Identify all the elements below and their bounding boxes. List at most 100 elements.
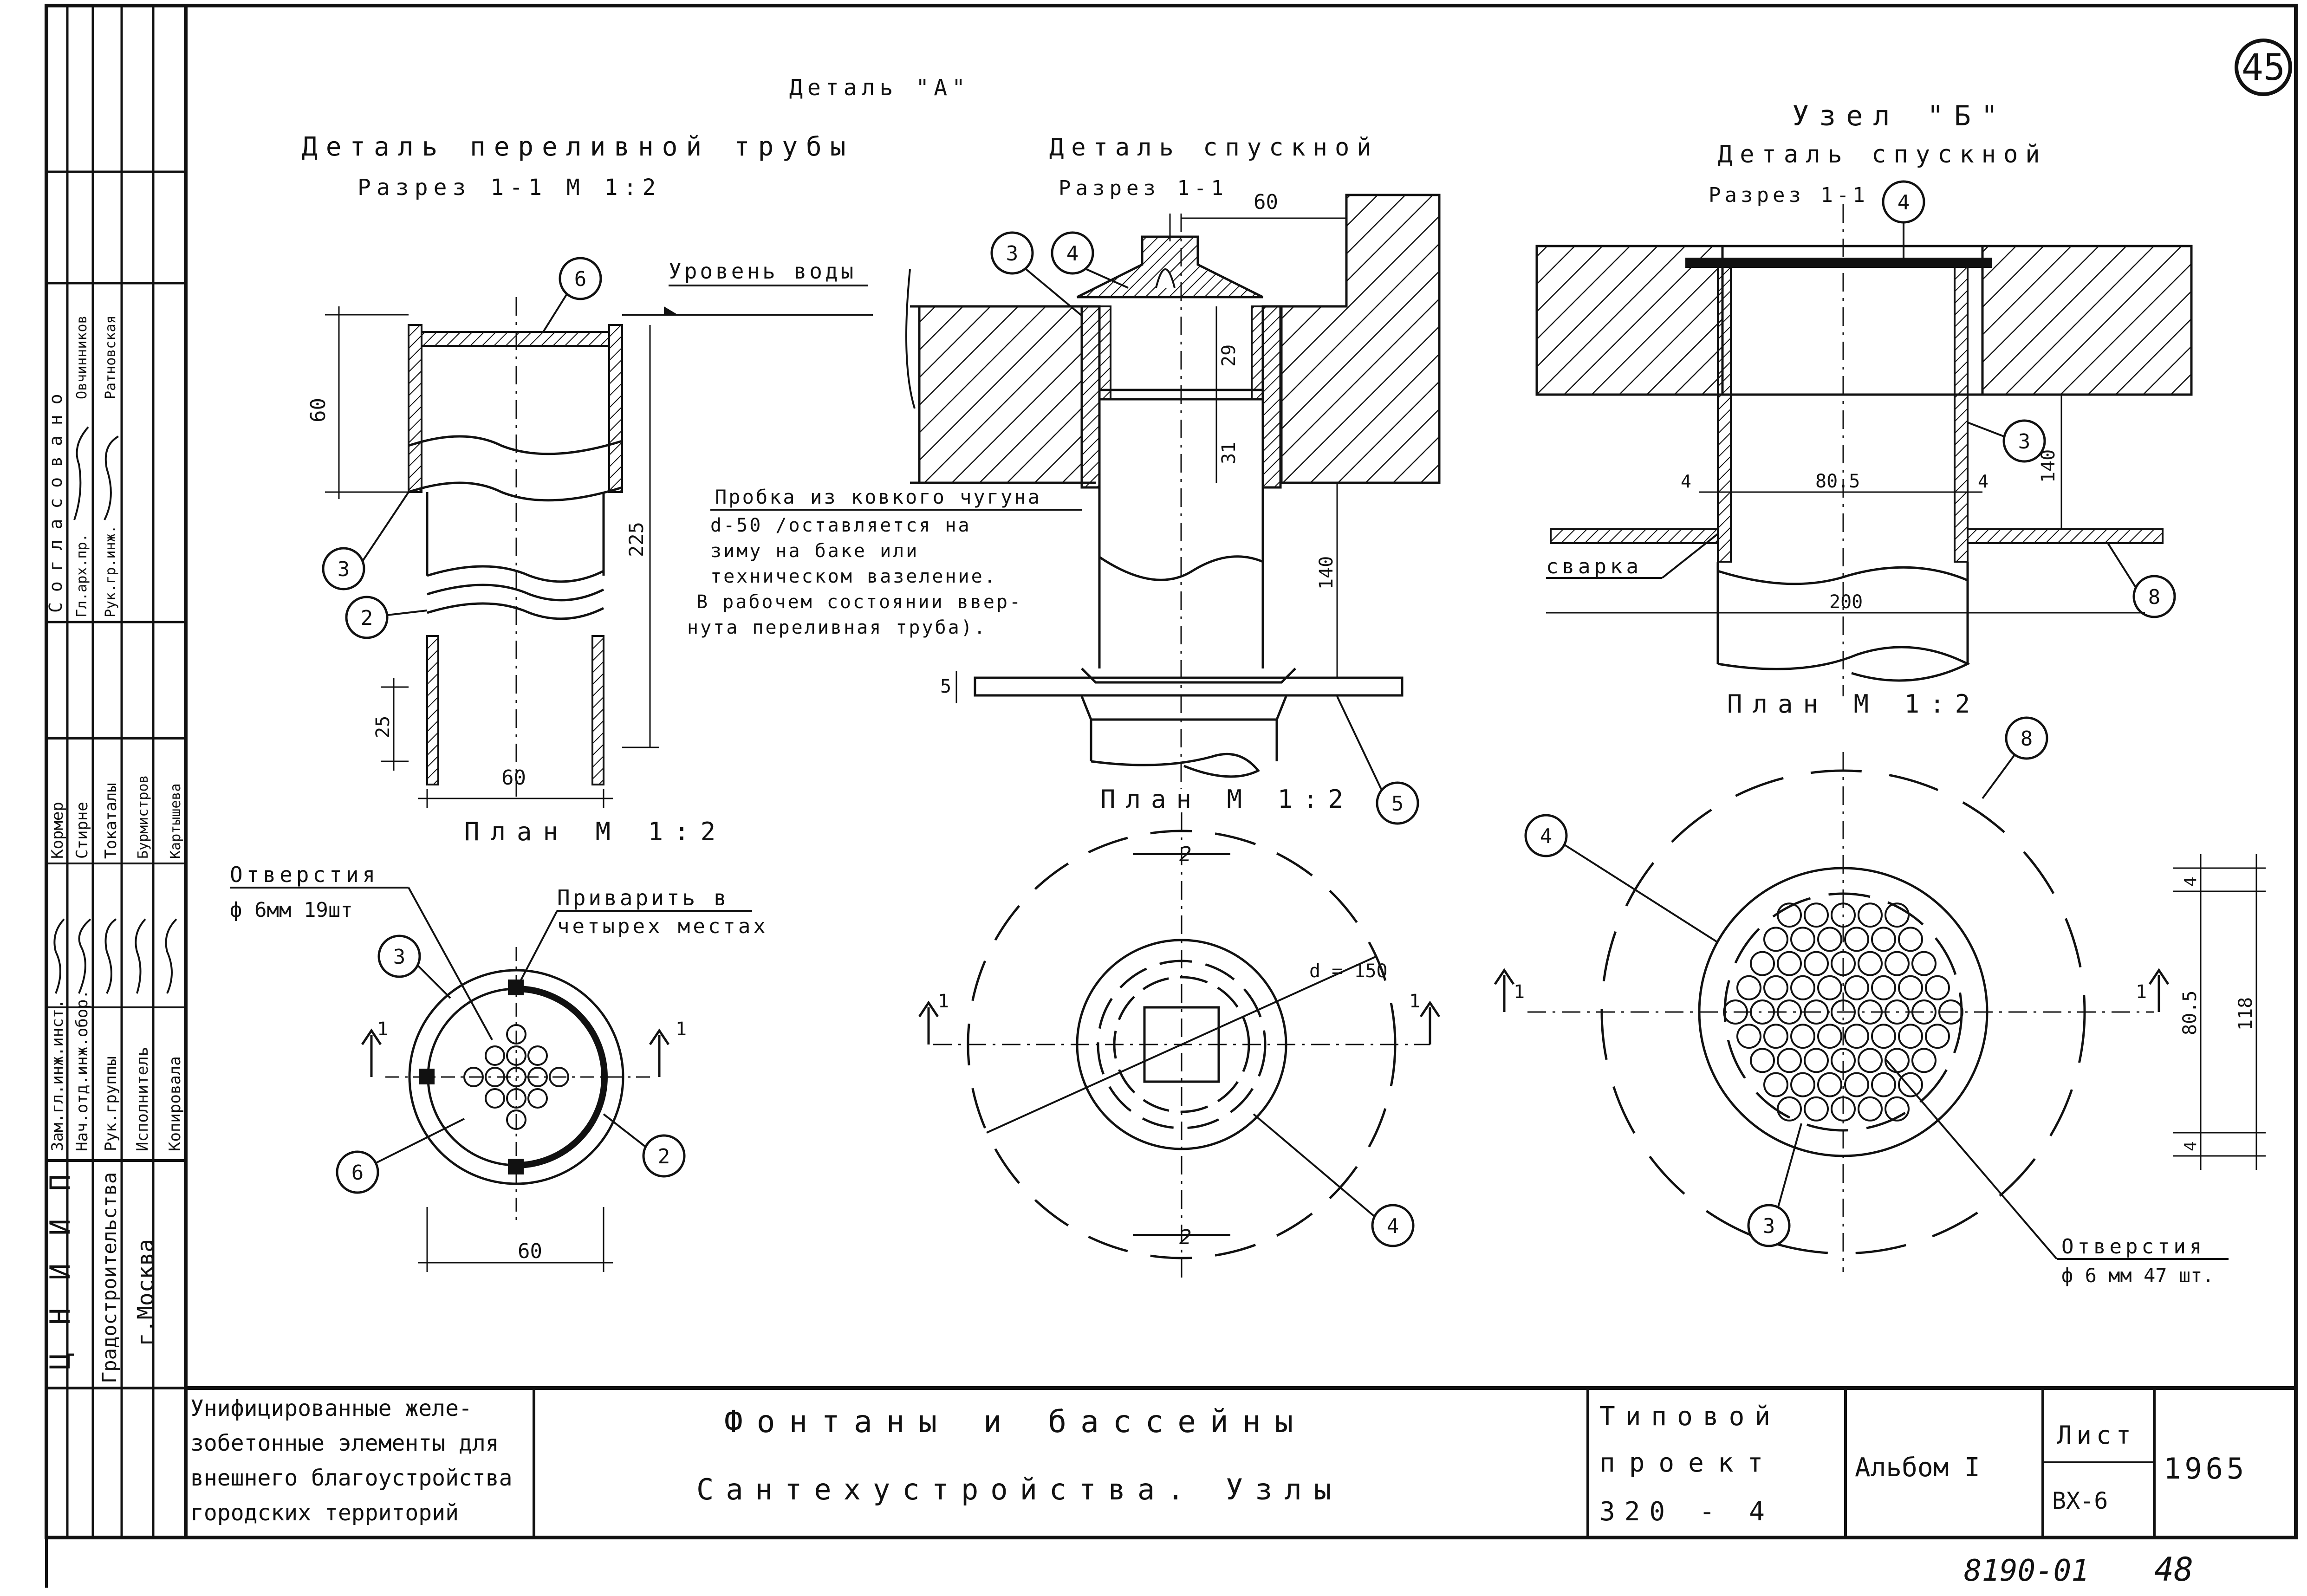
tag-4-drain: 4 — [1066, 242, 1079, 266]
dim-4-right: 4 — [1978, 471, 1989, 492]
approval-name-2: Ратновская — [103, 315, 119, 399]
drain-a-section: Разрез 1-1 — [1059, 176, 1228, 200]
tag-3-node: 3 — [2018, 430, 2031, 454]
hole — [1777, 951, 1802, 976]
sheet-number-badge: 45 — [2235, 39, 2292, 96]
hole — [1885, 1096, 1910, 1122]
hole — [1831, 951, 1856, 976]
overflow-holes-spec: ф 6мм 19шт — [230, 898, 353, 922]
tag-6-plan: 6 — [351, 1161, 364, 1185]
hole — [1911, 1048, 1937, 1073]
node-b-subtitle: Деталь спускной — [1718, 141, 2047, 169]
overflow-section: Разрез 1-1 М 1:2 — [357, 175, 661, 201]
tag-6-section: 6 — [574, 267, 587, 291]
hole — [527, 1045, 548, 1066]
dim-140: 140 — [1316, 556, 1337, 590]
hole — [1938, 999, 1963, 1025]
weld-note-2: четырех местах — [557, 915, 768, 938]
staff-signatures — [53, 918, 177, 994]
sheet-label: Лист — [2057, 1421, 2136, 1450]
staff-role-1: Зам.гл.инж.инст. — [48, 999, 67, 1151]
hole — [506, 1067, 526, 1087]
series-line-2: зобетонные элементы для — [190, 1430, 499, 1456]
nb-dim-4-bottom: 4 — [2181, 1141, 2200, 1151]
dim-29: 29 — [1218, 344, 1240, 367]
hole — [1898, 1024, 1923, 1049]
series-line-1: Унифицированные желе- — [190, 1395, 472, 1421]
hole — [1925, 1024, 1950, 1049]
dim-4-left: 4 — [1681, 471, 1691, 492]
hole — [1736, 1024, 1761, 1049]
drain-sec-right: 1 — [1409, 991, 1420, 1012]
dim-5: 5 — [940, 676, 951, 697]
tag-3-section: 3 — [338, 558, 350, 581]
staff-role-2: Нач.отд.инж.обор. — [73, 990, 91, 1151]
weld-point — [419, 1069, 435, 1084]
hole — [1871, 1072, 1896, 1097]
weld-point — [508, 1159, 524, 1174]
tag-8-node: 8 — [2148, 585, 2161, 609]
dim-200: 200 — [1829, 591, 1863, 613]
hole — [1871, 1024, 1896, 1049]
hole — [1750, 1048, 1775, 1073]
hole — [1858, 902, 1883, 928]
hole — [1885, 999, 1910, 1025]
hole — [1898, 1072, 1923, 1097]
hole — [506, 1088, 526, 1109]
node-b-plan: 1 1 4 80.5 118 4 8 4 3 Отверстия ф 6 мм … — [1494, 716, 2266, 1287]
hole — [1858, 1096, 1883, 1122]
hole — [1777, 1096, 1802, 1122]
node-b-plan-label: План М 1:2 — [1727, 689, 1980, 719]
staff-name-2: Стирне — [73, 802, 91, 859]
hole — [1858, 999, 1883, 1025]
year: 1965 — [2164, 1452, 2248, 1486]
grate-6 — [421, 331, 610, 347]
plug-note-4: техническом вазеление. — [710, 566, 997, 587]
dim-31: 31 — [1218, 442, 1240, 464]
plug-note-2: d-50 /оставляется на — [710, 515, 971, 536]
weld-label: сварка — [1546, 555, 1642, 578]
plug-note-5: В рабочем состоянии ввер- — [696, 591, 1022, 613]
hole — [1831, 999, 1856, 1025]
hole — [1750, 999, 1775, 1025]
grate-4-section — [1685, 258, 1992, 268]
tag-5-drain: 5 — [1391, 792, 1404, 816]
institute-sub1: Градостроительства — [98, 1172, 121, 1383]
drain-a-section: 60 29 31 140 5 3 4 Пробка из ковкого чуг… — [687, 190, 1441, 825]
weld-note-1: Приварить в — [557, 885, 729, 910]
hole — [1790, 1024, 1815, 1049]
hole — [1871, 975, 1896, 1000]
tag-3-plan: 3 — [1763, 1214, 1775, 1238]
staff-role-4: Исполнитель — [133, 1047, 152, 1151]
hole — [1804, 951, 1829, 976]
hole — [1831, 1096, 1856, 1122]
hole — [1763, 927, 1788, 952]
hole — [1804, 1048, 1829, 1073]
staff-name-1: Кормер — [48, 802, 67, 859]
hole — [1763, 1024, 1788, 1049]
footer: 8190-01 48 — [1964, 1551, 2193, 1589]
hole — [1844, 1024, 1869, 1049]
section-mark-right: 1 — [676, 1019, 687, 1040]
overflow-pipe-section: Уровень воды 60 225 25 60 6 3 2 План М 1… — [306, 257, 873, 846]
hole — [527, 1067, 548, 1087]
hole — [485, 1045, 505, 1066]
approval-block: Согласовано Гл.арх.пр. Овчинников Рук.гр… — [45, 315, 119, 617]
drain-a-title: Деталь спускной — [1049, 134, 1379, 162]
hole — [1817, 1072, 1842, 1097]
title-block: Унифицированные желе- зобетонные элемент… — [190, 1395, 2248, 1527]
nb-sec-right: 1 — [2136, 981, 2147, 1003]
hole — [1817, 927, 1842, 952]
tag-4-plan: 4 — [1540, 824, 1553, 848]
hole — [1885, 1048, 1910, 1073]
dim-d150: d = 150 — [1309, 960, 1388, 982]
hole — [1804, 1096, 1829, 1122]
album: Альбом I — [1855, 1453, 1980, 1483]
hole — [1831, 902, 1856, 928]
hole — [1885, 902, 1910, 928]
tag-3-drain: 3 — [1006, 242, 1019, 266]
drain-a-plan-label: План М 1:2 — [1100, 785, 1353, 814]
node-b-section: 4 80.5 4 140 200 сварка 4 3 8 План М 1:2 — [1535, 180, 2193, 719]
project-line-3: 320 - 4 — [1599, 1497, 1774, 1527]
